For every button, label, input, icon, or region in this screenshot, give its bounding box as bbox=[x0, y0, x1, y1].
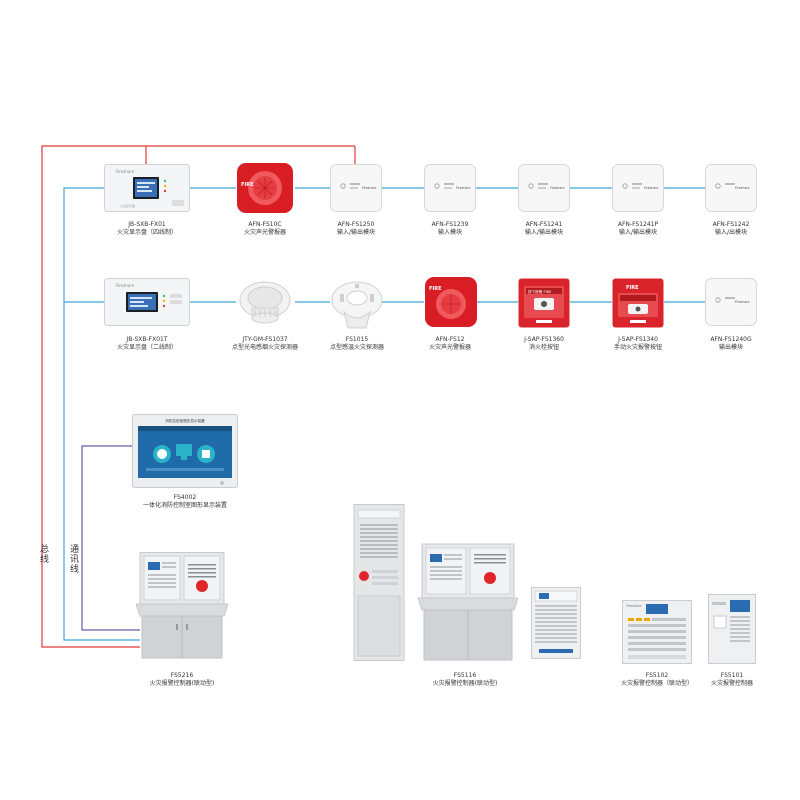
cabinet-console-controller-icon[interactable] bbox=[352, 504, 519, 666]
device-name: 点型感温火灾探测器 bbox=[329, 344, 385, 351]
device-model: JTY-GM-FS1037 bbox=[242, 336, 288, 343]
device-model: AFN-FS1239 bbox=[431, 221, 469, 228]
display-panel-icon[interactable]: Fireshare bbox=[104, 278, 190, 330]
svg-text:按下报警 FIRE: 按下报警 FIRE bbox=[528, 289, 552, 294]
device-model: JB-SXB-FX01T bbox=[126, 336, 168, 343]
svg-text:Fireshare: Fireshare bbox=[116, 169, 135, 174]
device-name: 消火栓按钮 bbox=[528, 344, 560, 351]
bus-line bbox=[41, 145, 705, 648]
svg-text:Fireshare: Fireshare bbox=[550, 186, 565, 190]
svg-text:FIRE: FIRE bbox=[626, 285, 639, 291]
device-name: 火灾声光警报器 bbox=[428, 344, 472, 351]
svg-text:Fireshare: Fireshare bbox=[456, 186, 471, 190]
wall-controller-icon[interactable] bbox=[531, 587, 581, 663]
device-model: AFN-FS1240G bbox=[710, 336, 752, 343]
svg-text:FIRE: FIRE bbox=[429, 286, 442, 292]
device-model: FS1015 bbox=[345, 336, 369, 343]
io-module-icon[interactable]: Fireshare bbox=[518, 164, 570, 216]
smoke-detector-icon[interactable] bbox=[238, 278, 292, 334]
device-name: 火灾报警控制器 bbox=[710, 680, 754, 687]
sound-light-alarm-icon[interactable]: FIRE bbox=[236, 162, 294, 218]
wall-controller-icon[interactable] bbox=[708, 594, 756, 668]
svg-text:FIRE: FIRE bbox=[241, 182, 254, 188]
output-module-icon[interactable]: Fireshare bbox=[705, 278, 757, 330]
device-model: AFN-FS1241 bbox=[525, 221, 563, 228]
hydrant-button-icon[interactable]: 按下报警 FIRE bbox=[518, 278, 570, 332]
device-name: 输入/输出模块 bbox=[336, 229, 376, 236]
device-model: AFN-FS1241P bbox=[617, 221, 659, 228]
svg-text:Fireshare: Fireshare bbox=[644, 186, 659, 190]
device-model: AFN-FS1250 bbox=[337, 221, 375, 228]
device-name: 点型光电感烟火灾探测器 bbox=[231, 344, 299, 351]
device-model: AFN-FS12 bbox=[435, 336, 465, 343]
device-model: FS5102 bbox=[645, 672, 669, 679]
device-model: FS4002 bbox=[173, 494, 197, 501]
device-name: 火灾显示盘（四线制） bbox=[116, 229, 178, 236]
device-name: 手动火灾报警按钮 bbox=[613, 344, 663, 351]
svg-text:火灾显示盘: 火灾显示盘 bbox=[120, 203, 135, 208]
comm-side-label: 通讯线 bbox=[68, 544, 78, 574]
device-name: 火灾报警控制器(联动型) bbox=[432, 680, 498, 687]
device-model: FS5216 bbox=[170, 672, 194, 679]
device-model: FS5101 bbox=[720, 672, 744, 679]
svg-text:Fireshare: Fireshare bbox=[626, 604, 641, 608]
graphic-display-icon[interactable]: 消防控制室图形显示装置 bbox=[132, 414, 238, 492]
svg-text:Fireshare: Fireshare bbox=[735, 300, 750, 304]
device-model: J-SAP-FS1360 bbox=[524, 336, 564, 343]
sound-light-alarm-icon[interactable]: FIRE bbox=[424, 276, 478, 332]
device-name: 输入/出模块 bbox=[714, 229, 748, 236]
device-name: 输入/输出模块 bbox=[618, 229, 658, 236]
device-model: AFN-FS1242 bbox=[712, 221, 750, 228]
device-name: 一体化消防控制室图形显示装置 bbox=[142, 502, 228, 509]
display-panel-icon[interactable]: Fireshare 火灾显示盘 bbox=[104, 164, 190, 216]
svg-text:Fireshare: Fireshare bbox=[735, 186, 750, 190]
device-name: 火灾声光警报器 bbox=[243, 229, 287, 236]
device-name: 输入模块 bbox=[437, 229, 463, 236]
device-name: 输出模块 bbox=[718, 344, 744, 351]
io-module-icon[interactable]: Fireshare bbox=[612, 164, 664, 216]
io-module-icon[interactable]: Fireshare bbox=[330, 164, 382, 216]
heat-detector-icon[interactable] bbox=[330, 278, 384, 336]
device-name: 输入/输出模块 bbox=[524, 229, 564, 236]
device-name: 火灾报警控制器(联动型) bbox=[149, 680, 215, 687]
device-model: AFN-FS10C bbox=[248, 221, 282, 228]
device-model: FS5116 bbox=[453, 672, 477, 679]
device-model: J-SAP-FS1340 bbox=[618, 336, 658, 343]
graphic-display-header: 消防控制室图形显示装置 bbox=[165, 418, 205, 423]
input-module-icon[interactable]: Fireshare bbox=[424, 164, 476, 216]
bus-side-label: 总线 bbox=[38, 544, 48, 564]
wall-controller-icon[interactable]: Fireshare bbox=[622, 600, 692, 668]
device-name: 火灾显示盘（二线制） bbox=[116, 344, 178, 351]
comm-line bbox=[81, 445, 140, 631]
svg-text:Fireshare: Fireshare bbox=[116, 283, 135, 288]
device-name: 火灾报警控制器（联动型） bbox=[620, 680, 694, 687]
manual-alarm-button-icon[interactable]: FIRE bbox=[612, 278, 664, 332]
svg-text:Fireshare: Fireshare bbox=[362, 186, 377, 190]
device-model: JB-SXB-FX01 bbox=[128, 221, 166, 228]
io-module-icon[interactable]: Fireshare bbox=[705, 164, 757, 216]
console-controller-icon[interactable] bbox=[135, 552, 229, 664]
